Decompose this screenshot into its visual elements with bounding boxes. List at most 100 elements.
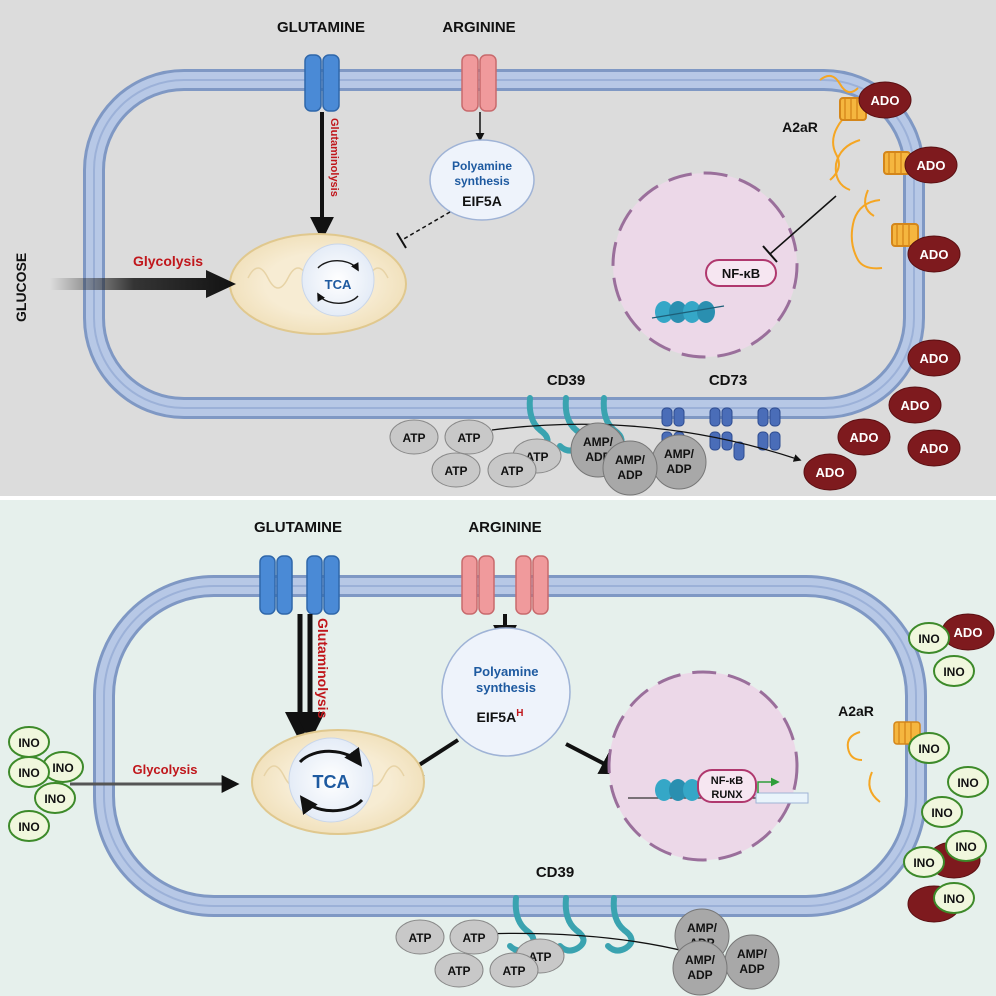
svg-text:INO: INO	[955, 840, 976, 854]
top-eif5a-label: EIF5A	[462, 193, 502, 209]
bottom-atp-1: ATP	[395, 919, 445, 955]
top-mitochondrion-icon	[229, 233, 407, 335]
top-a2ar-receptor-icon	[819, 74, 919, 270]
svg-text:ATP: ATP	[402, 431, 425, 445]
bottom-ino-left-3: INO	[8, 756, 50, 788]
svg-text:INO: INO	[44, 792, 65, 806]
top-ado-bound-3: ADO	[907, 235, 961, 273]
top-ado-bound-1: ADO	[858, 81, 912, 119]
svg-text:INO: INO	[943, 892, 964, 906]
svg-text:INO: INO	[918, 742, 939, 756]
bottom-polyamine-node	[441, 627, 571, 757]
bottom-glycolysis-label: Glycolysis	[132, 762, 197, 777]
glutamine-transporter-icon	[259, 555, 340, 615]
svg-text:AMP/: AMP/	[583, 435, 614, 449]
bottom-polyamine-line2: synthesis	[476, 680, 536, 695]
bottom-conversion-arrow	[477, 932, 690, 955]
bottom-a2ar-label: A2aR	[838, 703, 874, 719]
svg-text:INO: INO	[52, 761, 73, 775]
bottom-gene-box	[755, 792, 809, 804]
top-eif5a-inhibition	[401, 211, 451, 241]
bottom-mitochondrion-icon	[251, 729, 425, 835]
svg-text:ADP: ADP	[687, 968, 712, 982]
svg-text:INO: INO	[18, 736, 39, 750]
top-arginine-label: ARGININE	[442, 19, 515, 36]
top-glycolysis-label: Glycolysis	[133, 253, 203, 269]
bottom-dna-helix-icon	[655, 779, 701, 801]
bottom-ino-8: INO	[933, 882, 975, 914]
bottom-cd39-label: CD39	[536, 864, 574, 881]
bottom-ino-left-5: INO	[8, 810, 50, 842]
bottom-atp-5: ATP	[489, 952, 539, 988]
bottom-ino-left-4: INO	[34, 782, 76, 814]
bottom-tca-label: TCA	[313, 772, 350, 792]
top-atp-2: ATP	[444, 419, 494, 455]
bottom-glutamine-label: GLUTAMINE	[254, 519, 342, 536]
svg-text:ATP: ATP	[408, 931, 431, 945]
top-ado-free-3: ADO	[837, 418, 891, 456]
bottom-ino-left-1: INO	[8, 726, 50, 758]
top-glycolysis-arrow	[50, 270, 236, 298]
panel-divider	[0, 496, 996, 500]
svg-text:ATP: ATP	[447, 964, 470, 978]
top-glutamine-label: GLUTAMINE	[277, 19, 365, 36]
bottom-transcription-arrow	[757, 777, 780, 793]
top-ado-free-4: ADO	[907, 429, 961, 467]
top-a2ar-receptor-icon-stripes	[844, 98, 910, 246]
bottom-ino-6: INO	[945, 830, 987, 862]
top-a2ar-inhibition	[769, 195, 837, 255]
svg-text:INO: INO	[957, 776, 978, 790]
top-polyamine-line1: Polyamine	[452, 159, 512, 173]
svg-text:ADO: ADO	[901, 398, 930, 413]
top-tca-label: TCA	[325, 277, 352, 292]
svg-text:ATP: ATP	[457, 431, 480, 445]
svg-text:ADO: ADO	[920, 351, 949, 366]
svg-text:INO: INO	[18, 766, 39, 780]
top-dna-helix-icon	[651, 301, 725, 323]
svg-text:ADO: ADO	[954, 625, 983, 640]
svg-text:ADO: ADO	[850, 430, 879, 445]
svg-text:INO: INO	[943, 665, 964, 679]
svg-text:AMP/: AMP/	[615, 453, 646, 467]
bottom-atp-3: ATP	[434, 952, 484, 988]
top-cd39-label: CD39	[547, 372, 585, 389]
bottom-ino-5: INO	[921, 796, 963, 828]
top-glucose-label: GLUCOSE	[13, 253, 29, 322]
svg-text:AMP/: AMP/	[687, 921, 718, 935]
top-ado-bound-2: ADO	[904, 146, 958, 184]
glutamine-transporter-icon	[304, 54, 340, 112]
svg-text:ADP: ADP	[617, 468, 642, 482]
svg-text:ATP: ATP	[444, 464, 467, 478]
bottom-tf-box	[697, 769, 757, 803]
top-a2ar-label: A2aR	[782, 119, 818, 135]
bottom-polyamine-line1: Polyamine	[473, 664, 538, 679]
top-nfkb-box	[705, 259, 777, 287]
svg-text:ATP: ATP	[502, 964, 525, 978]
top-cd73-label: CD73	[709, 372, 747, 389]
bottom-ino-3: INO	[908, 732, 950, 764]
svg-text:ADO: ADO	[871, 93, 900, 108]
arginine-transporter-icon	[461, 54, 497, 112]
bottom-atp-2: ATP	[449, 919, 499, 955]
bottom-ino-1: INO	[908, 622, 950, 654]
svg-text:AMP/: AMP/	[685, 953, 716, 967]
top-atp-1: ATP	[389, 419, 439, 455]
top-amp-adp-2: AMP/ ADP	[651, 434, 707, 490]
bottom-ino-4: INO	[947, 766, 989, 798]
top-conversion-arrow	[491, 423, 802, 462]
bottom-arginine-label: ARGININE	[468, 519, 541, 536]
top-panel: GLUTAMINE ARGININE Glutaminolysis Polyam…	[0, 0, 996, 496]
svg-text:INO: INO	[918, 632, 939, 646]
svg-text:ADP: ADP	[739, 962, 764, 976]
bottom-ino-7: INO	[903, 846, 945, 878]
top-ado-free-5: ADO	[803, 453, 857, 491]
bottom-amp-adp-2: AMP/ ADP	[724, 934, 780, 990]
bottom-nucleus	[607, 670, 799, 862]
top-atp-5: ATP	[487, 452, 537, 488]
arginine-transporter-icon	[461, 555, 549, 615]
bottom-eif5a-label: EIF5AH	[477, 708, 524, 725]
bottom-runx-label: RUNX	[711, 789, 743, 801]
svg-text:ADO: ADO	[917, 158, 946, 173]
svg-text:INO: INO	[913, 856, 934, 870]
